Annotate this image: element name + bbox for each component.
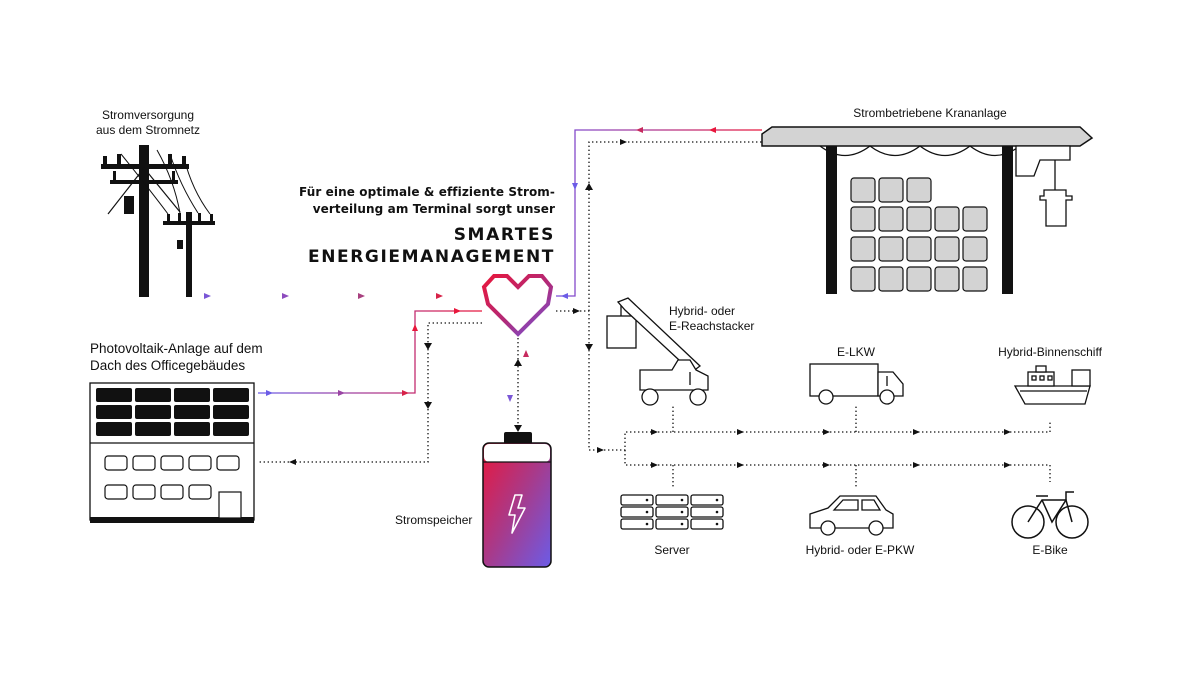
pv-label: Photovoltaik-Anlage auf dem Dach des Off… xyxy=(90,340,263,374)
dotted-distribution-lines xyxy=(258,141,1051,488)
headline-title-2: ENERGIEMANAGEMENT xyxy=(307,247,555,267)
battery-storage-icon xyxy=(482,432,552,568)
grid-label-line-1: Stromversorgung xyxy=(101,108,195,122)
power-pole-icon xyxy=(101,145,215,297)
crane-icon xyxy=(761,126,1094,294)
e-truck-icon xyxy=(809,363,904,405)
server-label: Server xyxy=(654,543,690,557)
reachstacker-label-line-2: E-Reachstacker xyxy=(669,319,755,333)
office-building-pv-icon xyxy=(89,382,255,523)
crane-to-heart-line xyxy=(556,127,762,299)
dotted-arrowheads xyxy=(289,139,1011,468)
headline: Für eine optimale & effiziente Strom- ve… xyxy=(299,184,555,268)
reachstacker-icon xyxy=(606,297,709,406)
headline-title-1: SMARTES xyxy=(453,225,555,245)
crane-label: Strombetriebene Krananlage xyxy=(853,106,1007,120)
headline-line-1: Für eine optimale & effiziente Strom- xyxy=(299,185,555,199)
reachstacker-label-line-1: Hybrid- oder xyxy=(669,304,736,318)
reachstacker-label: Hybrid- oder E-Reachstacker xyxy=(669,304,754,334)
headline-line-2: verteilung am Terminal sorgt unser xyxy=(312,202,555,216)
server-icon xyxy=(620,494,724,530)
grid-label: Stromversorgung aus dem Stromnetz xyxy=(68,108,228,138)
heart-battery-lines xyxy=(507,338,529,430)
ship-label: Hybrid-Binnenschiff xyxy=(998,345,1102,359)
pv-to-heart-line xyxy=(258,308,482,396)
pv-label-line-2: Dach des Officegebäudes xyxy=(90,358,246,373)
e-bike-icon xyxy=(1011,491,1089,539)
pv-label-line-1: Photovoltaik-Anlage auf dem xyxy=(90,341,263,356)
energy-management-heart-icon xyxy=(481,274,554,337)
grid-to-heart-line xyxy=(118,293,480,299)
hybrid-ship-icon xyxy=(1013,365,1091,405)
e-car-icon xyxy=(809,495,894,536)
truck-label: E-LKW xyxy=(836,345,875,359)
bike-label: E-Bike xyxy=(1032,543,1068,557)
storage-label: Stromspeicher xyxy=(395,513,473,527)
grid-label-line-2: aus dem Stromnetz xyxy=(95,123,201,137)
car-label: Hybrid- oder E-PKW xyxy=(805,543,915,557)
